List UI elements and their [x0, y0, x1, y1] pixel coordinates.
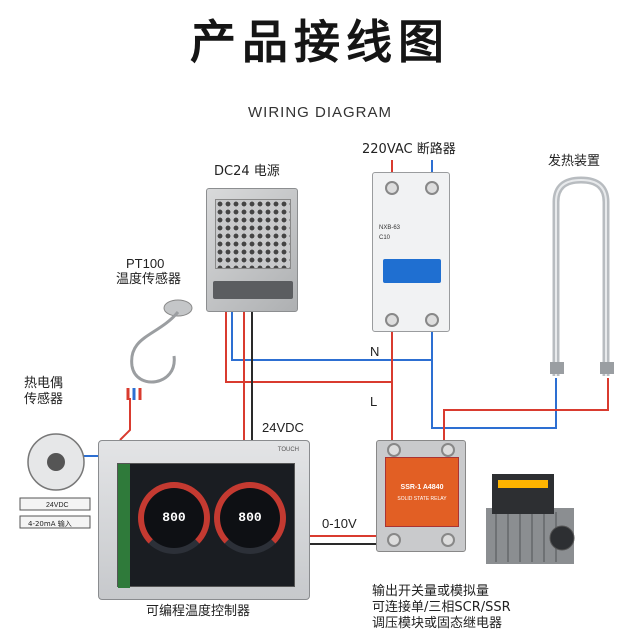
- psu-terminal-block: [213, 281, 293, 299]
- ssr-screw: [387, 443, 401, 457]
- breaker-screw: [385, 181, 399, 195]
- breaker-label: 220VAC 断路器: [362, 142, 456, 157]
- ssr-heatsink-module: [486, 474, 575, 564]
- temperature-controller: TOUCH 800 800: [98, 440, 310, 600]
- breaker-rating: C10: [379, 235, 391, 241]
- ssr-screw: [441, 533, 455, 547]
- psu-label: DC24 电源: [214, 164, 280, 179]
- circuit-breaker: NXB-63 C10: [372, 172, 450, 332]
- output-label-2: 可连接单/三相SCR/SSR: [372, 600, 511, 615]
- l-label: L: [370, 394, 378, 409]
- ssr-screw: [441, 443, 455, 457]
- breaker-screw: [425, 313, 439, 327]
- dc24-power-supply: [206, 188, 298, 312]
- n-label: N: [370, 344, 380, 359]
- gauge-1: 800: [138, 482, 210, 554]
- breaker-toggle: [383, 259, 441, 283]
- pt100-sensor: [126, 299, 193, 400]
- output-label-1: 输出开关量或模拟量: [372, 584, 490, 599]
- ssr-type: SOLID STATE RELAY: [397, 496, 447, 502]
- breaker-model: NXB-63: [379, 225, 401, 231]
- tc-label-2: 传感器: [24, 392, 64, 407]
- ssr-label-face: SSR-1 A4840 SOLID STATE RELAY: [385, 457, 459, 527]
- ssr-model: SSR-1 A4840: [400, 484, 444, 491]
- wire-pt100: [119, 398, 131, 441]
- tc-current: 4-20mA 输入: [28, 520, 72, 528]
- dc24v-label: 24VDC: [262, 420, 304, 435]
- gauge-1-value: 800: [162, 510, 186, 525]
- wire-l-red: [225, 312, 393, 383]
- breaker-screw: [425, 181, 439, 195]
- heater-label: 发热装置: [548, 154, 601, 169]
- wire-n-to-heater: [431, 330, 557, 429]
- wire-ssr-to-heater: [443, 378, 609, 446]
- psu-vent-mesh: [215, 199, 291, 269]
- pt100-label-2: 温度传感器: [116, 272, 182, 287]
- tc-label-1: 热电偶: [24, 376, 64, 391]
- screen-side-menu: [118, 464, 130, 588]
- pt100-label-1: PT100: [126, 256, 165, 271]
- controller-label: 可编程温度控制器: [146, 604, 251, 619]
- page-title: 产品接线图: [190, 15, 450, 69]
- breaker-screw: [385, 313, 399, 327]
- thermocouple-body: [19, 433, 91, 529]
- heating-element: [550, 176, 614, 376]
- tc-voltage: 24VDC: [46, 502, 69, 509]
- ssr-screw: [387, 533, 401, 547]
- output-label-3: 调压模块或固态继电器: [372, 616, 503, 631]
- solid-state-relay: SSR-1 A4840 SOLID STATE RELAY: [376, 440, 466, 552]
- analog-label: 0-10V: [322, 516, 357, 531]
- gauge-2: 800: [214, 482, 286, 554]
- thermocouple-transmitter: 24VDC 4-20mA 输入: [16, 432, 94, 532]
- gauge-2-value: 800: [238, 510, 262, 525]
- page-subtitle: WIRING DIAGRAM: [248, 104, 392, 121]
- controller-brand: TOUCH: [277, 447, 299, 453]
- controller-screen: 800 800: [117, 463, 295, 588]
